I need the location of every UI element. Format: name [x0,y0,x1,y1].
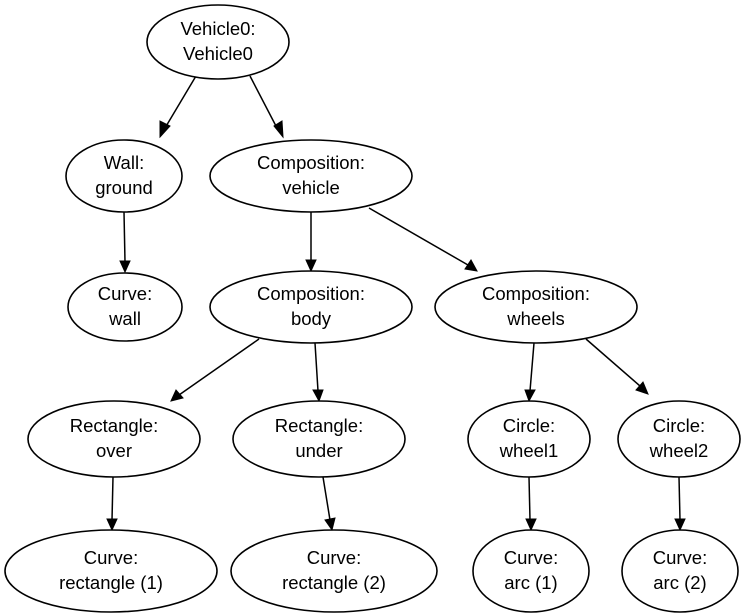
nodes-layer: Vehicle0:Vehicle0Wall:groundComposition:… [4,4,741,613]
node-label-line1: Curve: [98,283,153,304]
arrowhead-icon [159,120,171,139]
arrowhead-icon [674,518,686,532]
node-vehicle0[interactable]: Vehicle0: Vehicle0 [146,4,290,80]
node-label-line2: arc (2) [653,572,706,593]
node-circle-wheel1[interactable]: Circle: wheel1 [467,400,591,478]
node-circle-wheel2[interactable]: Circle: wheel2 [617,400,741,478]
node-label-line1: Vehicle0: [180,18,255,39]
node-label-line2: wheel1 [499,440,559,461]
arrowhead-icon [464,259,478,272]
node-ellipse[interactable] [230,529,438,613]
edge-rectangle-over-to-curve-rectangle-1 [106,476,118,532]
edge-line [164,75,197,129]
node-ellipse[interactable] [472,529,590,613]
node-label-line2: wheels [506,308,565,329]
node-label-line2: rectangle (2) [282,572,386,593]
arrowhead-icon [524,389,536,403]
arrowhead-icon [525,518,537,532]
node-ellipse[interactable] [65,139,183,213]
node-curve-arc-1[interactable]: Curve: arc (1) [472,529,590,613]
node-label-line1: Composition: [257,283,365,304]
node-ellipse[interactable] [621,529,739,613]
node-composition-wheels[interactable]: Composition: wheels [434,270,638,344]
edge-vehicle0-to-wall-ground [159,75,197,139]
edge-composition-body-to-rectangle-over [170,338,260,402]
node-label-line2: rectangle (1) [59,572,163,593]
node-ellipse[interactable] [617,400,741,478]
edges-layer [106,75,686,532]
node-wall-ground[interactable]: Wall: ground [65,139,183,213]
node-label-line2: under [295,440,342,461]
node-ellipse[interactable] [232,400,406,478]
arrowhead-icon [273,120,284,139]
edge-composition-vehicle-to-composition-body [305,212,317,273]
node-label-line1: Curve: [653,547,708,568]
node-label-line1: Rectangle: [70,415,158,436]
arrowhead-icon [170,389,184,402]
node-label-line1: Circle: [653,415,705,436]
edge-line [314,342,319,392]
node-label-line2: body [291,308,332,329]
node-rectangle-over[interactable]: Rectangle: over [27,400,201,478]
edge-composition-wheels-to-circle-wheel2 [585,338,649,395]
arrowhead-icon [312,389,324,403]
node-ellipse[interactable] [434,270,638,344]
edge-composition-vehicle-to-composition-wheels [368,207,478,272]
node-label-line1: Curve: [307,547,362,568]
edge-line [368,207,469,266]
arrowhead-icon [305,259,317,273]
edge-line [111,476,114,521]
node-rectangle-under[interactable]: Rectangle: under [232,400,406,478]
node-composition-body[interactable]: Composition: body [209,270,413,344]
node-ellipse[interactable] [4,529,218,613]
edge-composition-wheels-to-circle-wheel1 [524,342,536,403]
edge-vehicle0-to-composition-vehicle [249,75,284,139]
node-curve-rectangle-2[interactable]: Curve: rectangle (2) [230,529,438,613]
node-label-line2: vehicle [282,177,340,198]
edge-line [585,338,641,387]
arrowhead-icon [119,260,131,274]
arrowhead-icon [106,518,118,532]
edge-circle-wheel1-to-curve-arc-1 [525,476,537,532]
edge-composition-body-to-rectangle-under [312,342,324,403]
node-label-line2: ground [95,177,153,198]
edge-circle-wheel2-to-curve-arc-2 [674,476,686,532]
node-composition-vehicle[interactable]: Composition: vehicle [209,139,413,213]
node-label-line2: wall [108,308,141,329]
edge-line [178,338,260,396]
node-ellipse[interactable] [209,139,413,213]
edge-wall-ground-to-curve-wall [119,211,131,274]
node-label-line1: Curve: [504,547,559,568]
node-label-line2: arc (1) [504,572,557,593]
node-label-line1: Rectangle: [275,415,363,436]
node-ellipse[interactable] [67,272,183,342]
node-ellipse[interactable] [467,400,591,478]
node-label-line2: Vehicle0 [183,43,253,64]
edge-line [678,476,681,521]
node-label-line1: Curve: [84,547,139,568]
arrowhead-icon [635,381,649,395]
node-label-line2: wheel2 [649,440,709,461]
node-curve-wall[interactable]: Curve: wall [67,272,183,342]
node-curve-rectangle-1[interactable]: Curve: rectangle (1) [4,529,218,613]
edge-line [528,476,531,521]
edge-line [123,211,126,263]
edge-line [249,75,278,129]
node-label-line2: over [96,440,132,461]
edge-line [529,342,535,392]
node-ellipse[interactable] [27,400,201,478]
arrowhead-icon [324,517,336,532]
node-ellipse[interactable] [146,4,290,80]
node-label-line1: Composition: [257,152,365,173]
node-label-line1: Circle: [503,415,555,436]
node-label-line1: Composition: [482,283,590,304]
edge-line [322,476,331,521]
edge-rectangle-under-to-curve-rectangle-2 [322,476,336,532]
node-curve-arc-2[interactable]: Curve: arc (2) [621,529,739,613]
node-label-line1: Wall: [104,152,144,173]
node-ellipse[interactable] [209,270,413,344]
